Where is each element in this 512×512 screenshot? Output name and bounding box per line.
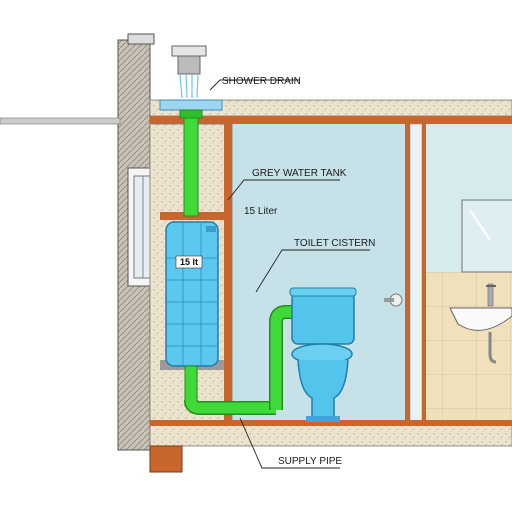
grey-water-tank-label: GREY WATER TANK	[252, 168, 347, 179]
supply-pipe-label: SUPPLY PIPE	[278, 456, 342, 467]
shower-drain	[160, 46, 222, 110]
grey-water-tank: 15 lt	[166, 222, 218, 366]
tank-tag: 15 lt	[180, 257, 198, 267]
capacity-label: 15 Liter	[244, 206, 278, 217]
toilet-cistern-label: TOILET CISTERN	[294, 238, 375, 249]
shower-drain-label: SHOWER DRAIN	[222, 76, 301, 87]
mirror	[462, 200, 512, 272]
